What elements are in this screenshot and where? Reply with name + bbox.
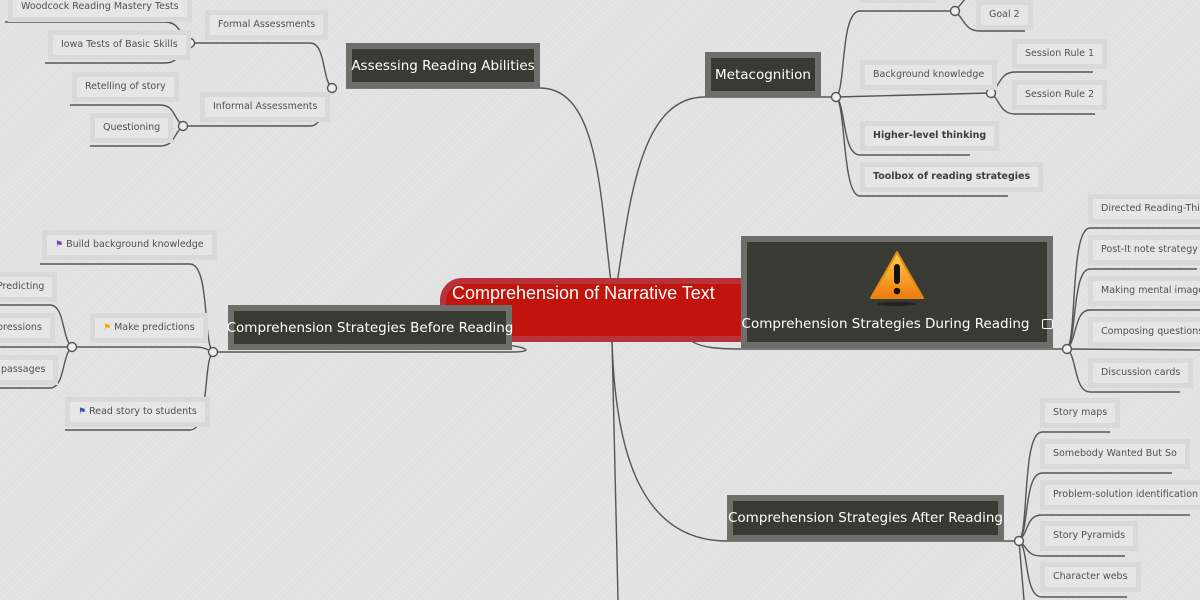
leaf-after-2[interactable]: Somebody Wanted But So: [1040, 439, 1190, 469]
blue-flag-icon: ⚑: [78, 407, 87, 417]
leaf-label: Somebody Wanted But So: [1045, 444, 1185, 464]
purple-flag-icon: ⚑: [55, 240, 64, 250]
leaf-label: Story maps: [1045, 403, 1116, 423]
topic-before-reading[interactable]: Comprehension Strategies Before Reading: [227, 305, 513, 350]
leaf-iowa[interactable]: Iowa Tests of Basic Skills: [48, 30, 191, 60]
central-topic-label: Comprehension of Narrative Text: [452, 283, 715, 303]
leaf-label: Higher-level thinking: [865, 126, 995, 146]
leaf-goal-2[interactable]: Goal 2: [976, 0, 1033, 30]
leaf-after-5[interactable]: Character webs: [1040, 562, 1141, 592]
leaf-label: Character webs: [1045, 567, 1136, 587]
leaf-after-3[interactable]: Problem-solution identification: [1040, 480, 1200, 510]
leaf-read-story[interactable]: ⚑Read story to students: [65, 397, 210, 427]
leaf-label: Make predictions: [114, 322, 195, 333]
leaf-session-rule-1[interactable]: Session Rule 1: [1012, 39, 1108, 69]
topic-after-reading[interactable]: Comprehension Strategies After Reading: [727, 495, 1004, 541]
leaf-during-5[interactable]: Discussion cards: [1088, 358, 1194, 388]
topic-metacognition[interactable]: Metacognition: [705, 52, 821, 97]
leaf-label: Read story to students: [89, 406, 197, 417]
leaf-label: Problem-solution identification: [1045, 485, 1200, 505]
leaf-label: Questioning: [95, 118, 169, 138]
yellow-flag-icon: ⚑: [103, 323, 112, 333]
leaf-label: Background knowledge: [865, 65, 993, 85]
subtopic-make-predictions[interactable]: ⚑Make predictions: [90, 313, 208, 343]
leaf-label: Woodcock Reading Mastery Tests: [13, 0, 187, 17]
warning-icon: [870, 251, 924, 306]
leaf-goal-1-partial[interactable]: [860, 0, 936, 3]
topic-before-label: Comprehension Strategies Before Reading: [227, 311, 513, 344]
leaf-label: Composing questions: [1093, 322, 1200, 342]
leaf-label: Build background knowledge: [66, 239, 204, 250]
subtopic-formal[interactable]: Formal Assessments: [205, 10, 329, 40]
leaf-label: Directed Reading-Thinki: [1093, 199, 1200, 219]
leaf-questioning[interactable]: Questioning: [90, 113, 174, 143]
topic-assessing-label: Assessing Reading Abilities: [351, 49, 535, 82]
leaf-toolbox[interactable]: Toolbox of reading strategies: [860, 162, 1044, 192]
topic-during-label: Comprehension Strategies During Reading: [741, 316, 1030, 332]
leaf-build-background[interactable]: ⚑Build background knowledge: [42, 230, 217, 260]
leaf-after-1[interactable]: Story maps: [1040, 398, 1121, 428]
topic-assessing[interactable]: Assessing Reading Abilities: [346, 43, 540, 88]
leaf-label: Iowa Tests of Basic Skills: [53, 35, 186, 55]
leaf-label: Formal Assessments: [210, 15, 324, 35]
leaf-during-2[interactable]: Post-It note strategy: [1088, 235, 1200, 265]
topic-metacognition-label: Metacognition: [711, 58, 815, 91]
leaf-label: passages: [0, 360, 54, 380]
leaf-label: pressions: [0, 318, 50, 338]
leaf-label: Making mental images: [1093, 281, 1200, 301]
leaf-woodcock[interactable]: Woodcock Reading Mastery Tests: [8, 0, 192, 22]
leaf-label: Post-It note strategy: [1093, 240, 1200, 260]
topic-after-label: Comprehension Strategies After Reading: [728, 501, 1003, 535]
leaf-during-1[interactable]: Directed Reading-Thinki: [1088, 194, 1200, 224]
leaf-after-4[interactable]: Story Pyramids: [1040, 521, 1139, 551]
leaf-higher-level-thinking[interactable]: Higher-level thinking: [860, 121, 1000, 151]
subtopic-background-knowledge[interactable]: Background knowledge: [860, 60, 998, 90]
leaf-retelling[interactable]: Retelling of story: [72, 72, 179, 102]
leaf-predicting[interactable]: Predicting: [0, 272, 58, 302]
leaf-label: Discussion cards: [1093, 363, 1189, 383]
leaf-label: Informal Assessments: [205, 97, 326, 117]
leaf-session-rule-2[interactable]: Session Rule 2: [1012, 80, 1108, 110]
subtopic-informal[interactable]: Informal Assessments: [200, 92, 331, 122]
leaf-during-3[interactable]: Making mental images: [1088, 276, 1200, 306]
leaf-label: Toolbox of reading strategies: [865, 167, 1039, 187]
leaf-label: Session Rule 1: [1017, 44, 1103, 64]
leaf-passages[interactable]: passages: [0, 355, 59, 385]
leaf-impressions[interactable]: pressions: [0, 313, 55, 343]
leaf-label: Predicting: [0, 277, 53, 297]
leaf-label: Retelling of story: [77, 77, 174, 97]
leaf-label: Session Rule 2: [1017, 85, 1103, 105]
leaf-during-4[interactable]: Composing questions: [1088, 317, 1200, 347]
leaf-label: Goal 2: [981, 5, 1028, 25]
leaf-label: Story Pyramids: [1045, 526, 1134, 546]
topic-during-reading[interactable]: Comprehension Strategies During Reading: [741, 236, 1053, 348]
image-icon[interactable]: [1041, 319, 1053, 329]
